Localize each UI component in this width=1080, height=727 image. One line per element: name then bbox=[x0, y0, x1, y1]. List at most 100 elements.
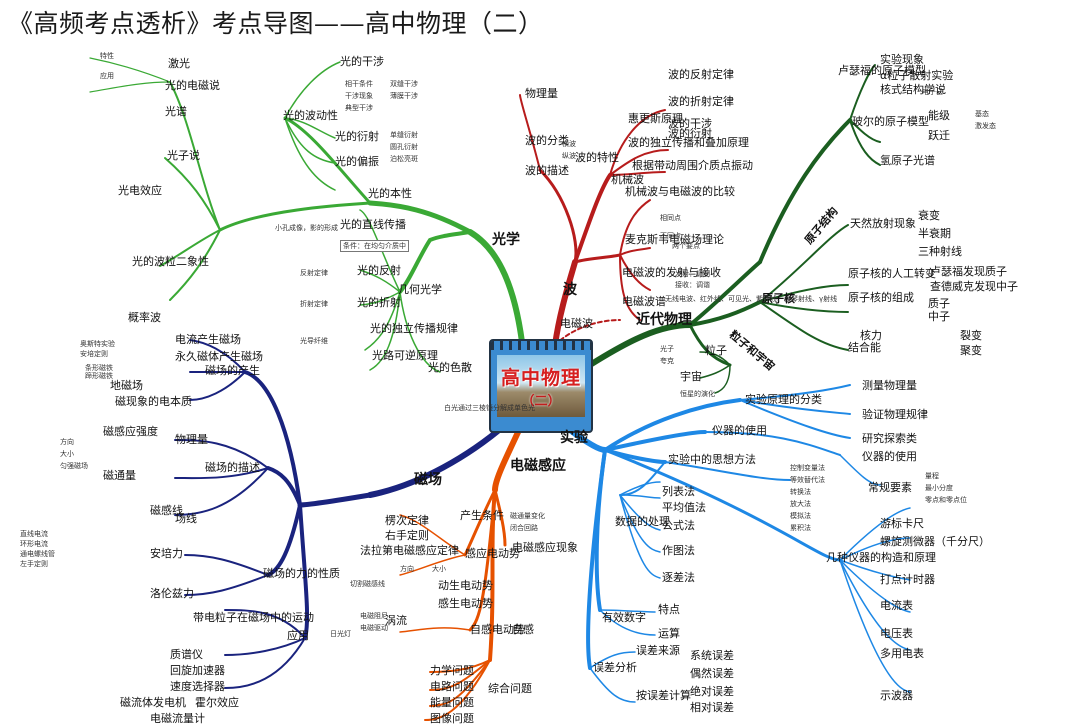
exp-error-type: 偶然误差 bbox=[690, 667, 734, 680]
optics-em-wave: 光的电磁说 bbox=[165, 79, 220, 92]
emi-branch-line bbox=[429, 659, 491, 691]
waves-branch-line bbox=[573, 173, 612, 264]
optics-duality: 光的波粒二象性 bbox=[132, 255, 209, 268]
optics-branch-line bbox=[89, 57, 171, 83]
exp-error-calc: 按误差计算 bbox=[636, 689, 691, 702]
experiment-branch-line bbox=[603, 430, 707, 452]
exp-idea-method: 转换法 bbox=[790, 488, 811, 496]
exp-instruments: 几种仪器的构造和原理 bbox=[826, 551, 936, 564]
exp-significant: 有效数字 bbox=[602, 611, 646, 624]
waves-branch-line bbox=[519, 94, 541, 171]
exp-principle-ideas: 实验中的思想方法 bbox=[668, 453, 756, 466]
modern-binding: 结合能 bbox=[848, 341, 881, 354]
magnet-field-pattern: 场线 bbox=[175, 512, 197, 525]
magnet-branch-line bbox=[174, 467, 269, 516]
emi-leaf: 电磁驱动 bbox=[360, 624, 388, 632]
magnet-b-field: 磁感应强度 bbox=[103, 425, 158, 438]
magnet-branch-line bbox=[184, 554, 269, 576]
exp-data-method: 作图法 bbox=[662, 544, 695, 557]
exp-error: 误差分析 bbox=[593, 661, 637, 674]
exp-instrument-item: 螺旋测微器（千分尺） bbox=[880, 535, 990, 548]
emi-leaf: 大小 bbox=[432, 565, 446, 573]
experiment-branch-line bbox=[839, 559, 911, 651]
optics-prob-wave: 概率波 bbox=[128, 311, 161, 324]
experiment-branch-line bbox=[739, 399, 851, 439]
emi-motional: 动生电动势 bbox=[438, 579, 493, 592]
exp-instrument-item: 电流表 bbox=[880, 599, 913, 612]
modern-leaf: 光子 bbox=[660, 345, 674, 353]
experiment-branch-line bbox=[739, 399, 851, 415]
optics-branch-line bbox=[159, 229, 221, 267]
emi-right-hand: 右手定则 bbox=[385, 529, 429, 542]
modern-leaf: 基态 bbox=[975, 110, 989, 118]
optics-condition: 条件：在均匀介质中 bbox=[340, 240, 409, 253]
experiment-branch-line bbox=[589, 651, 636, 669]
center-topic-card: 高中物理 （二） bbox=[489, 339, 593, 433]
modern-rays: 三种射线 bbox=[918, 245, 962, 258]
optics-branch-line bbox=[218, 201, 372, 232]
optics-nature: 光的本性 bbox=[368, 187, 412, 200]
magnet-branch-line bbox=[174, 439, 269, 469]
magnet-leaf: 奥斯特实验 bbox=[80, 340, 115, 348]
waves-branch-line bbox=[573, 253, 622, 264]
optics-branch-line bbox=[169, 81, 221, 231]
waves-em-compare: 机械波与电磁波的比较 bbox=[625, 185, 735, 198]
emi-branch-line bbox=[468, 488, 497, 632]
emi-phenomenon: 电磁感应现象 bbox=[512, 541, 578, 554]
magnet-permanent: 永久磁体产生磁场 bbox=[175, 350, 263, 363]
magnet-branch-line bbox=[184, 574, 269, 596]
waves-leaf: 两个要点 bbox=[672, 242, 700, 250]
experiment-branch-line bbox=[589, 667, 636, 703]
magnet-force-on: 磁场的力的性质 bbox=[263, 567, 340, 580]
modern-branch-line bbox=[759, 301, 849, 351]
modern-branch-line bbox=[759, 284, 849, 303]
emi-branch-line bbox=[424, 659, 491, 721]
emi-conditions: 产生条件 bbox=[460, 509, 504, 522]
magnet-leaf: 条形磁铁 bbox=[85, 364, 113, 372]
magnet-leaf: 左手定则 bbox=[20, 560, 48, 568]
optics-interference: 光的干涉 bbox=[340, 55, 384, 68]
center-photo bbox=[497, 355, 585, 417]
waves-leaf: 相同点 bbox=[660, 214, 681, 222]
magnet-branch-line bbox=[189, 371, 246, 401]
optics-branch-line bbox=[164, 157, 221, 231]
exp-measure: 测量物理量 bbox=[862, 379, 917, 392]
magnet-ampere: 安培力 bbox=[150, 547, 183, 560]
optics-leaf: 双缝干涉 bbox=[390, 80, 418, 88]
experiment-branch-line bbox=[704, 431, 841, 456]
waves-refract: 波的折射定律 bbox=[668, 95, 734, 108]
branch-optics: 光学 bbox=[492, 232, 520, 248]
experiment-branch-line bbox=[619, 481, 661, 496]
optics-polarization: 光的偏振 bbox=[335, 155, 379, 168]
experiment-branch-line bbox=[619, 494, 661, 553]
branch-waves: 波 bbox=[563, 282, 577, 298]
waves-leaf: 横波 bbox=[562, 140, 576, 148]
optics-reversibility: 光路可逆原理 bbox=[372, 349, 438, 362]
emi-leaf: 方向 bbox=[400, 565, 414, 573]
modern-branch-line bbox=[758, 118, 852, 264]
exp-verify: 验证物理规律 bbox=[862, 408, 928, 421]
waves-leaf: 不同点 bbox=[660, 232, 681, 240]
optics-branch-line bbox=[369, 291, 401, 371]
emi-branch-line bbox=[399, 554, 466, 576]
waves-branch-line bbox=[538, 168, 578, 264]
modern-half-life: 半衰期 bbox=[918, 227, 951, 240]
modern-alpha: α粒子散射实验 bbox=[880, 69, 954, 82]
exp-leaf: 量程 bbox=[925, 472, 939, 480]
emi-lenz: 楞次定律 bbox=[385, 514, 429, 527]
experiment-branch-line bbox=[603, 448, 667, 464]
experiment-branch-line bbox=[586, 448, 607, 670]
optics-leaf: 白光通过三棱镜分解成单色光 bbox=[444, 404, 535, 412]
exp-leaf: 零点和零点位 bbox=[925, 496, 967, 504]
emi-branch-line bbox=[399, 627, 471, 633]
magnet-physical: 物理量 bbox=[175, 433, 208, 446]
emi-branch-line bbox=[463, 488, 497, 557]
optics-branch-line bbox=[467, 229, 525, 345]
binder-rings bbox=[491, 341, 591, 350]
emi-mechanics: 力学问题 bbox=[430, 664, 474, 677]
magnet-leaf: 大小 bbox=[60, 450, 74, 458]
exp-instrument-item: 电压表 bbox=[880, 627, 913, 640]
exp-data-method: 平均值法 bbox=[662, 501, 706, 514]
modern-branch-line bbox=[587, 322, 693, 368]
center-title: 高中物理 bbox=[500, 367, 581, 389]
